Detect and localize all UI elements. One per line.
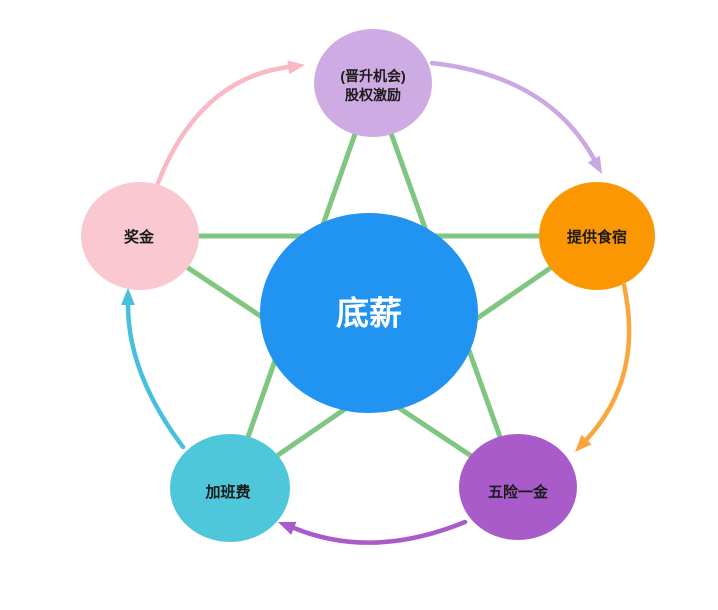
node-bonus-circle[interactable] xyxy=(81,182,199,290)
arrowhead-overtime-to-bonus-icon xyxy=(121,288,135,305)
arrow-overtime-to-bonus xyxy=(125,302,186,450)
cycle-arrows xyxy=(121,60,632,545)
arrowhead-insurance-to-overtime-icon xyxy=(278,521,297,535)
arrow-bonus-to-promotion xyxy=(155,64,291,186)
node-food-lodging-circle[interactable] xyxy=(539,182,655,290)
node-promotion-equity-label-line1: (晋升机会) xyxy=(340,68,405,84)
node-five-insurances-circle[interactable] xyxy=(459,434,577,540)
node-five-insurances-label: 五险一金 xyxy=(488,483,549,501)
arrowhead-promotion-to-food-icon xyxy=(587,155,602,174)
arrowhead-bonus-to-promotion-icon xyxy=(287,60,305,75)
node-bonus-label: 奖金 xyxy=(124,228,155,246)
arrowhead-food-to-insurance-icon xyxy=(575,434,592,452)
node-overtime-pay-label: 加班费 xyxy=(204,483,250,501)
arrow-promotion-to-food xyxy=(429,60,597,162)
node-promotion-equity-circle[interactable] xyxy=(314,29,432,137)
node-base-salary-circle[interactable] xyxy=(260,213,478,413)
node-base-salary-label: 底薪 xyxy=(336,295,402,332)
arrow-insurance-to-overtime xyxy=(291,519,468,545)
node-food-lodging-label: 提供食宿 xyxy=(567,228,627,246)
arrow-food-to-insurance xyxy=(583,282,632,443)
node-overtime-pay-circle[interactable] xyxy=(170,434,290,542)
node-promotion-equity-label-line2: 股权激励 xyxy=(345,87,401,103)
